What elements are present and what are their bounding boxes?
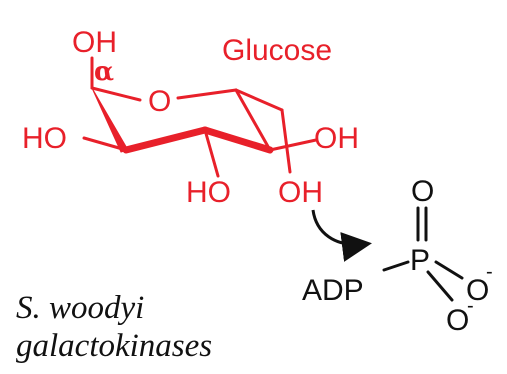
phosphate-oxo-label: O	[411, 175, 434, 208]
bond-c5-c6	[234, 88, 284, 112]
phosphate-oxide-bottom-label: O	[446, 304, 469, 337]
nucleophilic-attack-arrow	[311, 209, 372, 262]
c2-ho-label: HO	[22, 122, 67, 155]
enzyme-caption-line2: galactokinases	[16, 328, 213, 364]
c4-oh-label: OH	[314, 122, 359, 155]
bond-c2-ho	[82, 136, 128, 152]
glucose-name-label: Glucose	[222, 34, 332, 67]
glucose-structure	[82, 56, 318, 178]
p-o-bottom-bond	[426, 270, 454, 302]
adp-p-bond	[382, 260, 410, 272]
bond-c4-oh	[268, 138, 318, 152]
oxide-bottom-charge: -	[467, 295, 474, 317]
phosphate-oxide-right-label: O	[466, 274, 489, 307]
bond-o-c5	[176, 88, 238, 100]
bond-c2-c3	[122, 126, 209, 154]
oxide-right-charge: -	[486, 261, 493, 283]
c3-ho-label: HO	[186, 176, 231, 209]
bond-c3-ho	[203, 128, 220, 178]
bond-c5-c4	[234, 88, 272, 152]
anomeric-oh-label: OH	[72, 26, 117, 59]
bond-c3-c4	[201, 126, 274, 154]
p-o-right-bond	[434, 260, 464, 280]
adp-label: ADP	[302, 274, 364, 307]
c6-oh-label: OH	[278, 176, 323, 209]
alpha-label: α	[94, 57, 114, 87]
bond-c1-o	[90, 86, 142, 102]
enzyme-caption-line1: S. woodyi	[16, 290, 145, 326]
phosphorus-label: P	[410, 244, 430, 277]
ring-oxygen-label: O	[148, 85, 171, 118]
phosphate-structure	[382, 206, 464, 302]
bond-c6-oh	[280, 108, 292, 174]
